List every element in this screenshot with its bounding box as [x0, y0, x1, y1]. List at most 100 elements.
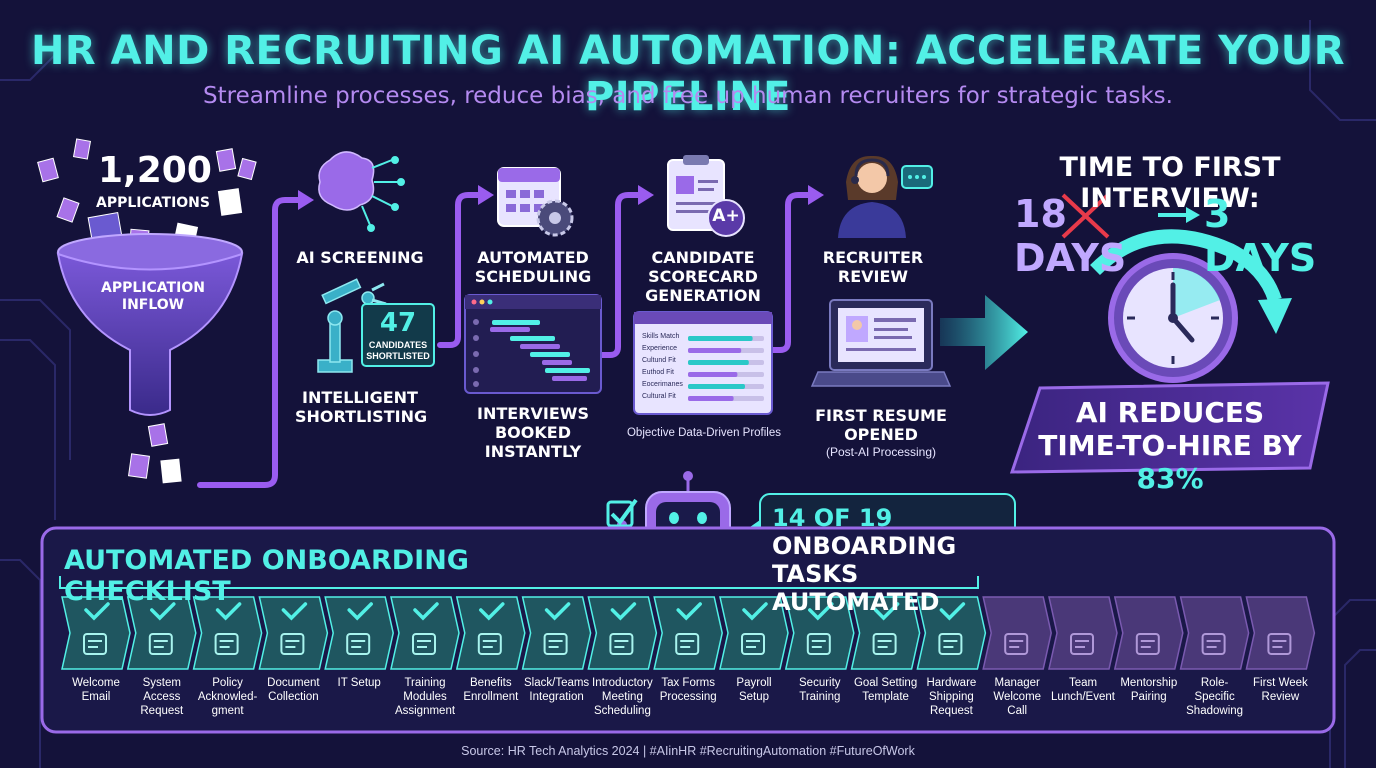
score-bar: [688, 336, 753, 341]
shipping-icon: [938, 633, 963, 655]
onboarding-task: [587, 596, 658, 670]
onboarding-task: [653, 596, 723, 670]
monitor-icon: [346, 633, 371, 655]
check-icon: [808, 602, 834, 621]
check-icon: [479, 602, 505, 621]
check-icon: [281, 602, 308, 621]
scheduling-line: AUTOMATED: [477, 248, 589, 267]
clock-arrow-icon: [1090, 229, 1282, 303]
shield-icon: [806, 633, 831, 655]
after-days: 3 DAYS: [1204, 192, 1317, 280]
gantt-window: [464, 294, 602, 394]
check-icon: [347, 602, 373, 621]
score-bar: [688, 360, 749, 365]
task-label: Team Lunch/Event: [1051, 677, 1115, 703]
clipboard-icon: [667, 155, 745, 237]
interviews-line: BOOKED INSTANTLY: [484, 423, 582, 461]
shadowing-icon: [1201, 633, 1226, 655]
check-icon: [150, 602, 176, 621]
task-label: Role-Specific Shadowing: [1186, 677, 1244, 717]
shortlist-label: CANDIDATES SHORTLISTED: [362, 340, 434, 362]
task-label: Training Modules Assignment: [394, 677, 456, 717]
callout-text: 14 OF 19 ONBOARDING TASKS AUTOMATED: [772, 504, 1012, 616]
task-label: Document Collection: [267, 677, 320, 703]
score-row-label: Cultural Fit: [642, 393, 676, 400]
time-to-interview-label: TIME TO FIRST INTERVIEW:: [1059, 152, 1281, 214]
task-label: Welcome Email: [72, 677, 120, 703]
shortlist-label-line: CANDIDATES: [368, 340, 428, 350]
circuit-lines: [0, 20, 1376, 768]
score-row-label: Euthod Fit: [642, 369, 674, 376]
mentorship-icon: [1135, 633, 1160, 655]
headset-icon: [1004, 633, 1029, 655]
scheduling-label: AUTOMATED SCHEDULING: [460, 248, 606, 286]
flow-arrowheads: [298, 185, 824, 210]
onboarding-task: [455, 596, 526, 670]
score-row-label: Experience: [642, 345, 678, 352]
onboarding-task: [719, 596, 789, 670]
scorecard-label: CANDIDATE SCORECARD GENERATION: [635, 248, 771, 305]
check-icon: [873, 602, 900, 621]
shortlist-count: 47: [379, 308, 417, 338]
recruiter-review-label: RECRUITER REVIEW: [808, 248, 938, 286]
document-icon: [280, 633, 305, 655]
onboarding-chips: [61, 596, 1316, 670]
banner-text: AI REDUCES TIME-TO-HIRE BY 83%: [1020, 396, 1320, 495]
onboarding-task: [916, 596, 987, 670]
score-bar: [688, 372, 738, 377]
intelligent-shortlisting-label: INTELLIGENT SHORTLISTING: [295, 388, 428, 426]
onboarding-task: [324, 596, 394, 670]
score-bar: [688, 396, 734, 401]
task-label: Security Training: [799, 677, 841, 703]
callout-line: ONBOARDING: [772, 532, 957, 560]
benefits-icon: [477, 633, 502, 655]
onboarding-task: [1245, 596, 1316, 670]
banner-line: TIME-TO-HIRE BY: [1038, 429, 1302, 462]
onboarding-task: [126, 596, 197, 670]
score-row-label: Cultund Fit: [642, 357, 676, 364]
onboarding-task: [192, 596, 263, 670]
check-icon: [84, 602, 110, 621]
check-icon: [742, 602, 768, 621]
task-label: Manager Welcome Call: [993, 677, 1042, 717]
shortlist-box: [361, 303, 435, 367]
onboarding-task: [390, 596, 460, 670]
post-ai-label: (Post-AI Processing): [825, 445, 937, 459]
check-icon: [215, 602, 242, 621]
score-row-label: Skills Match: [642, 333, 680, 340]
check-icon: [939, 602, 966, 621]
footer-source: Source: HR Tech Analytics 2024 | #AIinHR…: [461, 744, 915, 758]
clock-icon: [1108, 253, 1238, 383]
email-icon: [83, 633, 107, 655]
scorecard-panel: [633, 311, 773, 415]
onboarding-task: [1113, 596, 1184, 670]
onboarding-task: [1179, 596, 1250, 670]
laptop-icon: [810, 299, 952, 387]
interviews-line: INTERVIEWS: [477, 404, 589, 423]
callout-line: TASKS AUTOMATED: [772, 560, 940, 616]
task-label: IT Setup: [337, 677, 381, 689]
first-resume-label: FIRST RESUME OPENED: [808, 406, 954, 444]
shortlisting-line: SHORTLISTING: [295, 407, 428, 426]
check-icon: [544, 602, 571, 621]
applications-count: 1,200: [98, 150, 212, 191]
grade-badge: A+: [712, 206, 740, 226]
task-label: Slack/Teams Integration: [524, 677, 590, 703]
funnel-label-line: APPLICATION: [101, 280, 205, 296]
interviews-label: INTERVIEWS BOOKED INSTANTLY: [455, 404, 611, 461]
shortlist-label-line: SHORTLISTED: [366, 351, 430, 361]
scorecard-line: GENERATION: [645, 286, 761, 305]
task-label: Policy Acknowled-gment: [197, 677, 258, 717]
speech-bubble-icon: [901, 165, 933, 189]
target-icon: [872, 633, 897, 655]
checkbox-icon: [606, 498, 638, 528]
scheduling-line: SCHEDULING: [474, 267, 592, 286]
scorecard-line: CANDIDATE: [651, 248, 755, 267]
circuit-icon: [361, 156, 405, 232]
task-label: Goal Setting Template: [853, 677, 918, 703]
funnel-icon: [56, 233, 244, 416]
policy-icon: [214, 633, 239, 655]
slack-icon: [543, 633, 568, 655]
task-label: Payroll Setup: [736, 677, 772, 703]
tax-form-icon: [675, 633, 700, 655]
